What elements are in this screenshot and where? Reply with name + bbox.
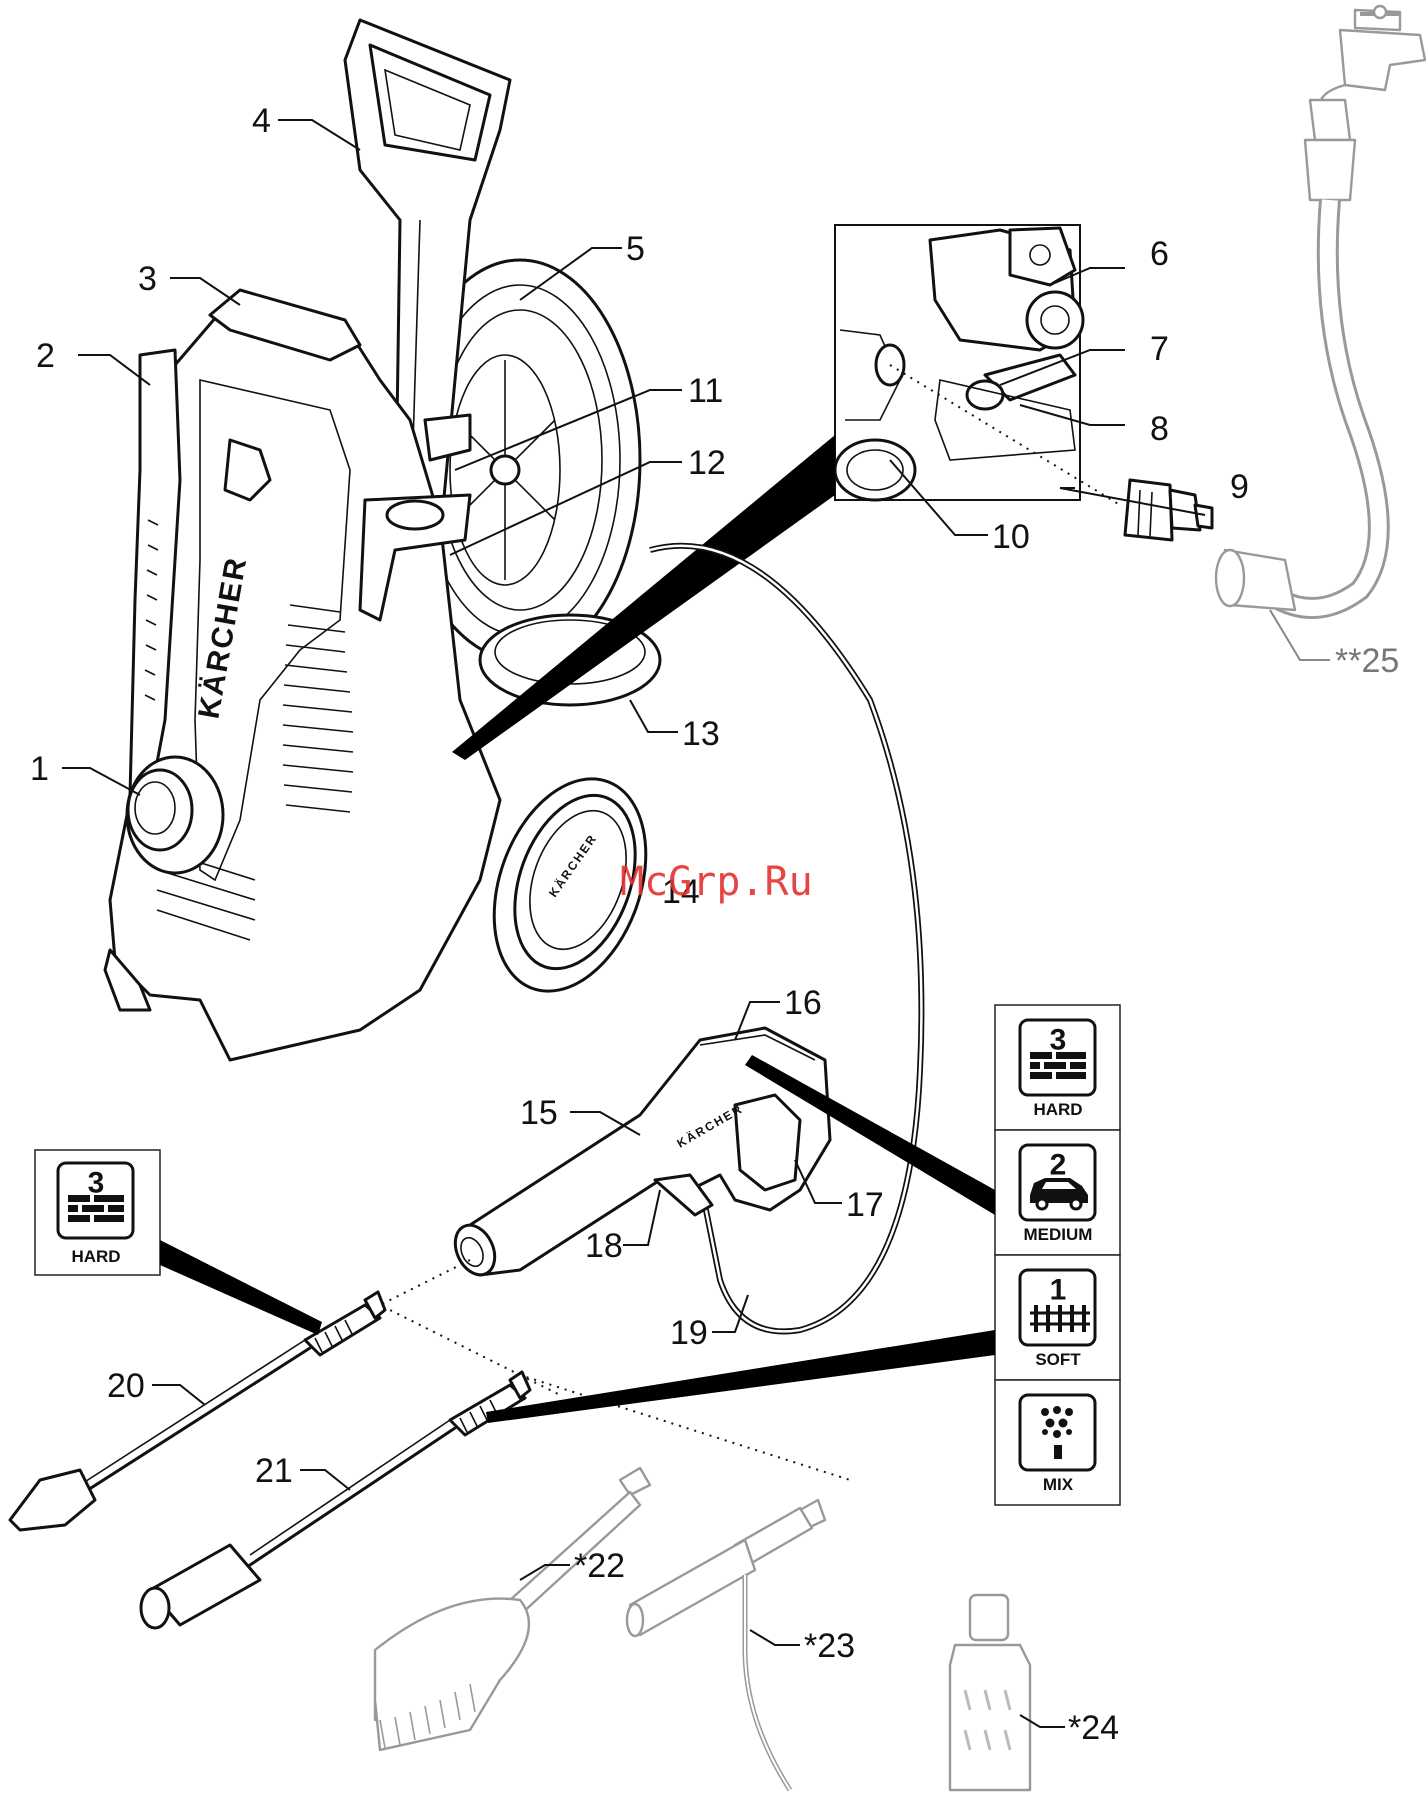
mode-medium-label: MEDIUM (1024, 1225, 1093, 1244)
lance-hard-badge: 3 HARD (35, 1150, 160, 1275)
callout-21: 21 (255, 1452, 293, 1490)
callout-22: *22 (574, 1547, 625, 1585)
callout-13: 13 (682, 715, 720, 753)
mode-soft-label: SOFT (1035, 1350, 1081, 1369)
callout-17: 17 (846, 1186, 884, 1224)
callout-25: **25 (1335, 642, 1399, 680)
callout-7: 7 (1150, 330, 1169, 368)
trigger-gun: KÄRCHER (448, 1028, 830, 1281)
lance-vario (141, 1372, 530, 1628)
mode-hard-label: HARD (1033, 1100, 1082, 1119)
wall-icon (68, 1195, 124, 1222)
power-switch (127, 757, 223, 873)
callout-16: 16 (784, 984, 822, 1022)
callout-8: 8 (1150, 410, 1169, 448)
wall-icon (1030, 1052, 1086, 1079)
callout-2: 2 (36, 337, 55, 375)
callout-6: 6 (1150, 235, 1169, 273)
mode-soft-number: 1 (1050, 1274, 1067, 1307)
callout-24: *24 (1068, 1709, 1119, 1747)
callout-15: 15 (520, 1094, 558, 1132)
callout-18: 18 (585, 1227, 623, 1265)
hose-connector (1125, 480, 1212, 540)
callout-12: 12 (688, 444, 726, 482)
mode-medium: 2 MEDIUM (1020, 1145, 1095, 1244)
callout-9: 9 (1230, 468, 1249, 506)
mode-hard-number: 3 (1050, 1024, 1067, 1057)
connection-detail-inset (835, 225, 1120, 505)
spray-mode-panel: 3 HARD 2 MEDIUM 1 (995, 1005, 1120, 1505)
mode-medium-number: 2 (1050, 1149, 1067, 1182)
detergent-bottle (950, 1595, 1030, 1790)
callout-5: 5 (626, 230, 645, 268)
lance-badge-number: 3 (88, 1167, 105, 1200)
lance-hard (10, 1292, 385, 1530)
mode-mix-label: MIX (1043, 1475, 1074, 1494)
callout-23: *23 (804, 1627, 855, 1665)
callout-4: 4 (252, 102, 271, 140)
lance-badge-label: HARD (71, 1247, 120, 1266)
callout-20: 20 (107, 1367, 145, 1405)
pressure-washer-unit: KÄRCHER (105, 20, 673, 1060)
callout-1: 1 (30, 750, 49, 788)
garden-hose-with-tap (1216, 6, 1425, 610)
callout-11: 11 (688, 372, 723, 410)
wash-brush (375, 1468, 650, 1750)
watermark: McGrp.Ru (620, 859, 813, 905)
callout-3: 3 (138, 260, 157, 298)
callout-10: 10 (992, 518, 1030, 556)
callout-19: 19 (670, 1314, 708, 1352)
